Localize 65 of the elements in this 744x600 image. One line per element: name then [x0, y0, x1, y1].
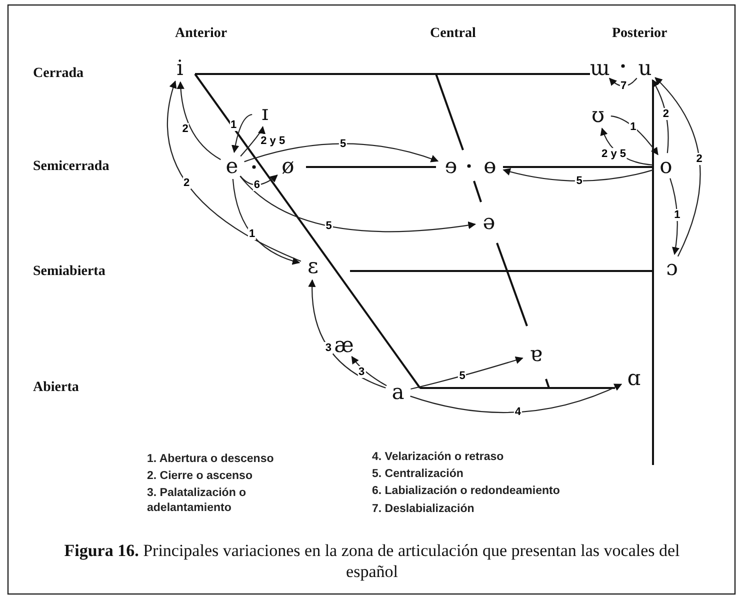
vowel-symbol: ø	[280, 155, 296, 177]
arrow	[244, 143, 439, 162]
arrow	[240, 176, 476, 232]
arrow	[652, 79, 669, 154]
edge-label: 2	[662, 108, 670, 120]
vowel-symbol: o	[658, 155, 674, 177]
row-heading: Cerrada	[33, 66, 84, 82]
arrow	[410, 356, 524, 390]
arrow	[410, 384, 622, 414]
row-heading: Semicerrada	[33, 159, 110, 175]
edge-label: 1	[629, 120, 638, 133]
vowel-symbol: ɐ	[528, 343, 544, 365]
edge-label: 1	[230, 118, 238, 131]
arrow	[232, 178, 300, 264]
edge-label: 3	[358, 366, 366, 378]
arrow	[167, 80, 302, 262]
edge-label: 5	[575, 174, 584, 187]
vowel-symbol: a	[390, 381, 406, 403]
arrow	[232, 114, 252, 153]
edge-label: 5	[338, 138, 348, 150]
vowel-symbol: i	[176, 57, 184, 79]
vowel-symbol: ə	[482, 211, 496, 233]
vowel-symbol: æ	[333, 334, 355, 356]
vowel-symbol: u	[637, 57, 653, 79]
arrow	[240, 126, 265, 157]
column-heading: Central	[430, 26, 476, 42]
vowel-symbol: ɛ	[306, 255, 320, 277]
vowel-symbol: ɑ	[626, 367, 642, 389]
edge-label: 5	[458, 370, 466, 382]
column-heading: Anterior	[175, 26, 228, 42]
row-heading: Abierta	[33, 380, 79, 396]
legend-item: 2. Cierre o ascenso	[147, 469, 252, 484]
edge-label: 1	[673, 209, 682, 222]
edge-label: 2	[182, 177, 191, 190]
legend-item: 3. Palatalización o adelantamiento	[147, 486, 248, 516]
arrow	[351, 356, 387, 386]
arrow	[608, 78, 638, 87]
vowel-symbol: ɘ	[444, 155, 458, 177]
vowel-symbol: ɯ	[589, 57, 611, 79]
legend-item: 7. Deslabialización	[372, 502, 474, 517]
figure-caption: Figura 16. Principales variaciones en la zona de articulación que presentan las vocales del español	[63, 540, 681, 582]
edge-label: 3	[324, 342, 333, 354]
vowel-symbol: ʊ	[590, 104, 606, 126]
vowel-symbol: ɔ	[665, 257, 679, 279]
arrow	[654, 77, 701, 257]
row-heading: Semiabierta	[33, 264, 106, 280]
edge-label: 1	[248, 228, 256, 240]
legend-item: 4. Velarización o retraso	[372, 450, 504, 465]
edge-label: 2	[695, 152, 704, 164]
legend-item: 6. Labialización o redondeamiento	[372, 484, 560, 499]
legend-item: 5. Centralización	[372, 467, 464, 482]
arrow	[670, 178, 680, 255]
arrow	[610, 116, 658, 156]
edge-label: 6	[252, 178, 261, 191]
vowel-symbol: ɵ	[482, 155, 498, 177]
vowel-symbol: e	[224, 155, 240, 177]
legend-item: 1. Abertura o descenso	[147, 452, 274, 467]
edge-label: 5	[324, 220, 333, 232]
arrow	[308, 279, 386, 388]
arrow	[176, 81, 221, 160]
edge-label: 2 y 5	[600, 148, 627, 160]
edge-label: 2 y 5	[260, 134, 286, 147]
column-heading: Posterior	[612, 26, 668, 42]
vowel-symbol: ɪ	[260, 102, 270, 124]
arrow	[502, 168, 654, 182]
